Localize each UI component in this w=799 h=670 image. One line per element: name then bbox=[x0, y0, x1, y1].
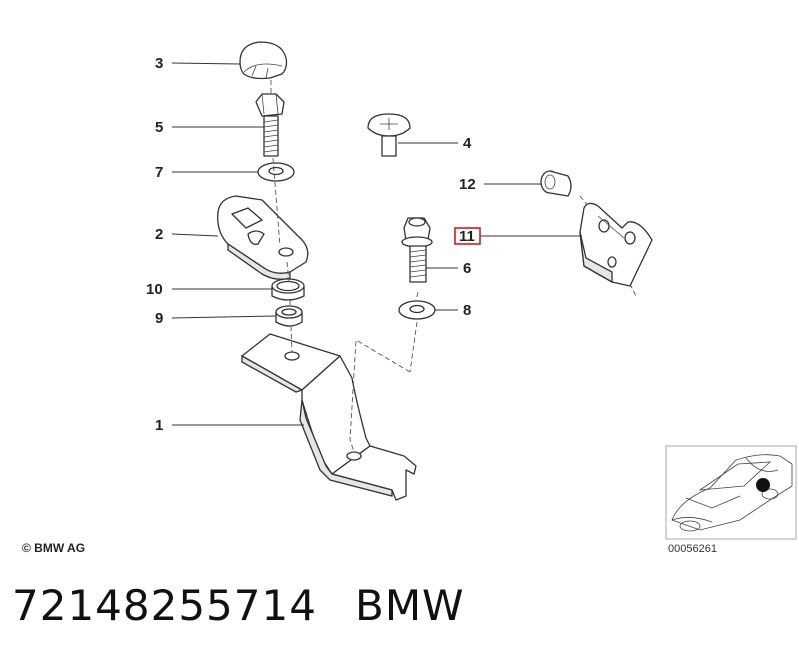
part-number: 72148255714 bbox=[12, 581, 317, 630]
copyright-text: © BMW AG bbox=[22, 541, 85, 555]
brand-name: BMW bbox=[355, 581, 465, 630]
callout-9: 9 bbox=[155, 310, 163, 327]
callout-labels: 3 5 7 2 10 9 1 4 6 8 12 11 bbox=[146, 55, 481, 434]
callout-10: 10 bbox=[146, 281, 163, 298]
part-5-bolt bbox=[255, 93, 285, 157]
callout-2: 2 bbox=[155, 226, 163, 243]
car-location-thumbnail bbox=[665, 445, 797, 540]
part-4-screw bbox=[367, 113, 411, 157]
callout-7: 7 bbox=[155, 164, 163, 181]
callout-8: 8 bbox=[463, 302, 471, 319]
part-12-pin bbox=[540, 170, 572, 197]
part-10-sleeve bbox=[271, 278, 305, 301]
callout-3: 3 bbox=[155, 55, 163, 72]
leader-lines bbox=[171, 62, 582, 426]
callout-1: 1 bbox=[155, 417, 163, 434]
callout-4: 4 bbox=[463, 135, 472, 152]
part-9-bushing bbox=[275, 305, 303, 327]
part-11-hinge-bracket bbox=[579, 202, 653, 287]
part-3-cap bbox=[239, 41, 288, 80]
callout-11[interactable]: 11 bbox=[459, 228, 475, 245]
part-8-washer bbox=[398, 300, 436, 320]
callout-5: 5 bbox=[155, 119, 163, 136]
callout-12: 12 bbox=[459, 176, 476, 193]
highlight-box bbox=[454, 227, 481, 245]
part-7-washer bbox=[257, 162, 295, 182]
part-2-clamp bbox=[217, 195, 309, 280]
location-marker bbox=[756, 478, 770, 492]
part-1-bracket bbox=[241, 333, 417, 501]
callout-6: 6 bbox=[463, 260, 471, 277]
diagram-reference-number: 00056261 bbox=[668, 543, 717, 555]
part-6-flange-bolt bbox=[401, 217, 433, 283]
